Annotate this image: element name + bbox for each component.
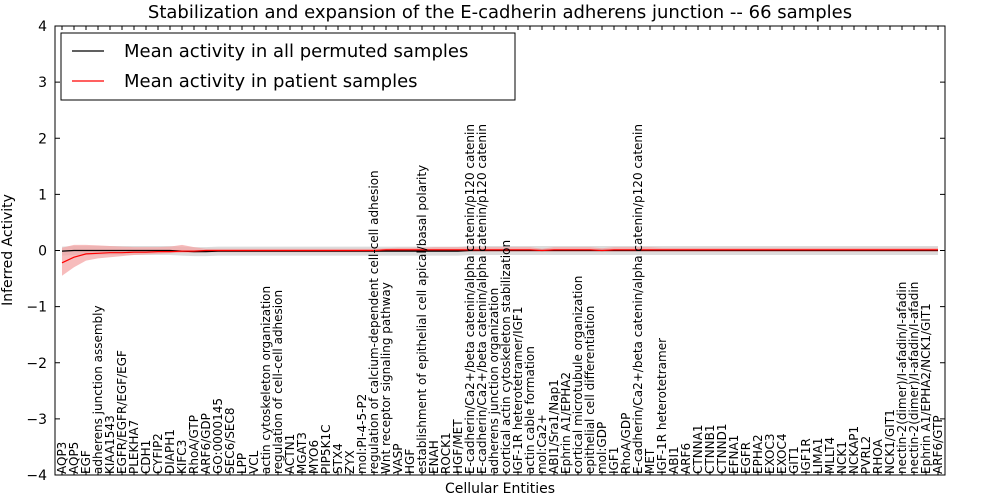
x-tick-label: EXOC3	[763, 434, 777, 475]
legend-box	[60, 32, 516, 101]
x-tick-label: actin cable formation	[523, 346, 537, 474]
x-tick-label: ACTN1	[283, 434, 297, 474]
x-tick-label: E-cadherin/Ca2+/beta catenin/alpha caten…	[475, 124, 489, 474]
x-tick-label: HGF/MET	[451, 419, 465, 474]
x-tick-label: RhoA/GDP	[619, 413, 633, 474]
x-tick-label: nectin-2(dimer)/I-afadin/I-afadin	[907, 282, 921, 474]
y-tick-label: 0	[38, 244, 47, 260]
x-tick-label: NCKAP1	[847, 426, 861, 474]
legend-label-permuted: Mean activity in all permuted samples	[124, 41, 468, 62]
x-tick-label: CTNNA1	[691, 424, 705, 474]
x-tick-label: PIP5K1C	[319, 424, 333, 474]
x-tick-label: ROCK1	[439, 432, 453, 474]
x-tick-label: CYFIP2	[151, 433, 165, 474]
x-tick-label: MET	[643, 448, 657, 474]
x-tick-label: EXOC4	[775, 434, 789, 475]
x-tick-label: ZYX	[343, 450, 357, 474]
chart-title: Stabilization and expansion of the E-cad…	[148, 2, 852, 23]
x-tick-label: IGF-1R heterotetramer/IGF1	[511, 307, 525, 474]
x-tick-label: MYO6	[307, 440, 321, 474]
y-axis-ticks: −4 −3 −2 −1 0 1 2 3 4	[26, 19, 945, 484]
y-tick-label: 3	[38, 75, 47, 91]
x-tick-label: RhoA/GTP	[187, 415, 201, 474]
x-tick-label: VASP	[391, 443, 405, 474]
x-tick-label: Ephrin A1/EPHA2	[559, 372, 573, 474]
x-tick-label: ENAH	[427, 440, 441, 474]
x-tick-label: PVRL2	[859, 436, 873, 474]
x-axis-label: Cellular Entities	[445, 481, 555, 497]
x-tick-label: EGFR	[739, 442, 753, 474]
x-tick-label: cortical actin cytoskeleton stabilizatio…	[499, 240, 513, 474]
x-tick-label: mol:GDP	[595, 422, 609, 474]
x-axis-ticks	[61, 26, 939, 475]
y-tick-label: 4	[38, 19, 47, 35]
y-axis-label: Inferred Activity	[0, 194, 16, 306]
x-tick-label: ARF6/GTP	[931, 415, 945, 474]
x-tick-label: GO:0000145	[211, 398, 225, 474]
x-tick-label: IGF1R	[799, 438, 813, 474]
x-tick-label: Ephrin A1/EPHA2/NCK1/GIT1	[919, 303, 933, 474]
x-tick-label: ARF6	[679, 443, 693, 474]
x-tick-label: cortical microtubule organization	[571, 276, 585, 474]
x-tick-label: ABI1/Sra1/Nap1	[547, 379, 561, 474]
y-tick-label: 2	[38, 131, 47, 147]
x-tick-label: NCK1/GIT1	[883, 409, 897, 474]
x-tick-label: adherens junction organization	[487, 288, 501, 474]
x-tick-label: KIFC3	[175, 440, 189, 474]
x-tick-label: GIT1	[787, 446, 801, 474]
x-tick-label: PLEKHA7	[127, 420, 141, 474]
y-tick-label: −2	[26, 356, 47, 372]
x-tick-label: EFNA1	[727, 435, 741, 474]
x-tick-label: E-cadherin/Ca2+/beta catenin/alpha caten…	[463, 124, 477, 474]
x-tick-label: IGF1	[607, 447, 621, 474]
legend: Mean activity in all permuted samples Me…	[60, 32, 516, 101]
x-tick-label: HGF	[403, 449, 417, 474]
x-tick-label: nectin-2(dimer)/I-afadin/I-afadin	[895, 282, 909, 474]
x-tick-label: IGF-1R heterotetramer	[655, 338, 669, 474]
x-tick-label: LIMA1	[811, 438, 825, 474]
x-tick-label: RHOA	[871, 438, 885, 474]
x-tick-label: adherens junction assembly	[91, 305, 105, 474]
series-lines	[61, 249, 938, 264]
x-tick-label: AQP3	[55, 442, 69, 474]
x-tick-label: actin cytoskeleton organization	[259, 286, 273, 474]
x-tick-label: E-cadherin/Ca2+/beta catenin/alpha caten…	[631, 124, 645, 474]
x-tick-label: STX4	[331, 443, 345, 474]
y-tick-label: −1	[26, 300, 47, 316]
x-tick-label: EPHA2	[751, 434, 765, 474]
x-tick-label: regulation of calcium-dependent cell-cel…	[367, 170, 381, 474]
x-tick-label: regulation of cell-cell adhesion	[271, 290, 285, 474]
x-tick-label: LPP	[235, 453, 249, 474]
legend-label-patient: Mean activity in patient samples	[124, 71, 418, 92]
x-tick-label: KIAA1543	[103, 415, 117, 474]
x-tick-label: SEC6/SEC8	[223, 408, 237, 474]
y-tick-label: −4	[26, 468, 47, 484]
y-tick-label: 1	[38, 187, 47, 203]
line-series-1	[61, 249, 938, 264]
x-tick-label: AQP5	[67, 442, 81, 474]
x-tick-label: mol:Ca2+	[535, 414, 549, 474]
x-tick-label: MLLT4	[823, 437, 837, 474]
x-tick-label: VCL	[247, 450, 261, 474]
y-tick-label: −3	[26, 412, 47, 428]
x-tick-label: CDH1	[139, 440, 153, 474]
x-tick-label: establishment of epithelial cell apical/…	[415, 165, 429, 474]
x-tick-label: MGAT3	[295, 432, 309, 474]
x-tick-label: EGF	[79, 450, 93, 474]
x-tick-label: Wnt receptor signaling pathway	[379, 282, 393, 474]
x-tick-label: ABI1	[667, 446, 681, 474]
x-tick-label: CTNND1	[715, 423, 729, 474]
x-tick-label: ARF6/GDP	[199, 413, 213, 474]
x-tick-label: CTNNB1	[703, 424, 717, 474]
x-tick-label: NCK1	[835, 441, 849, 474]
x-tick-label: EGFR/EGFR/EGF/EGF	[115, 350, 129, 474]
x-tick-label: mol:PI-4-5-P2	[355, 394, 369, 474]
x-tick-label: epithelial cell differentiation	[583, 306, 597, 474]
x-tick-label: DIAPH1	[163, 429, 177, 474]
